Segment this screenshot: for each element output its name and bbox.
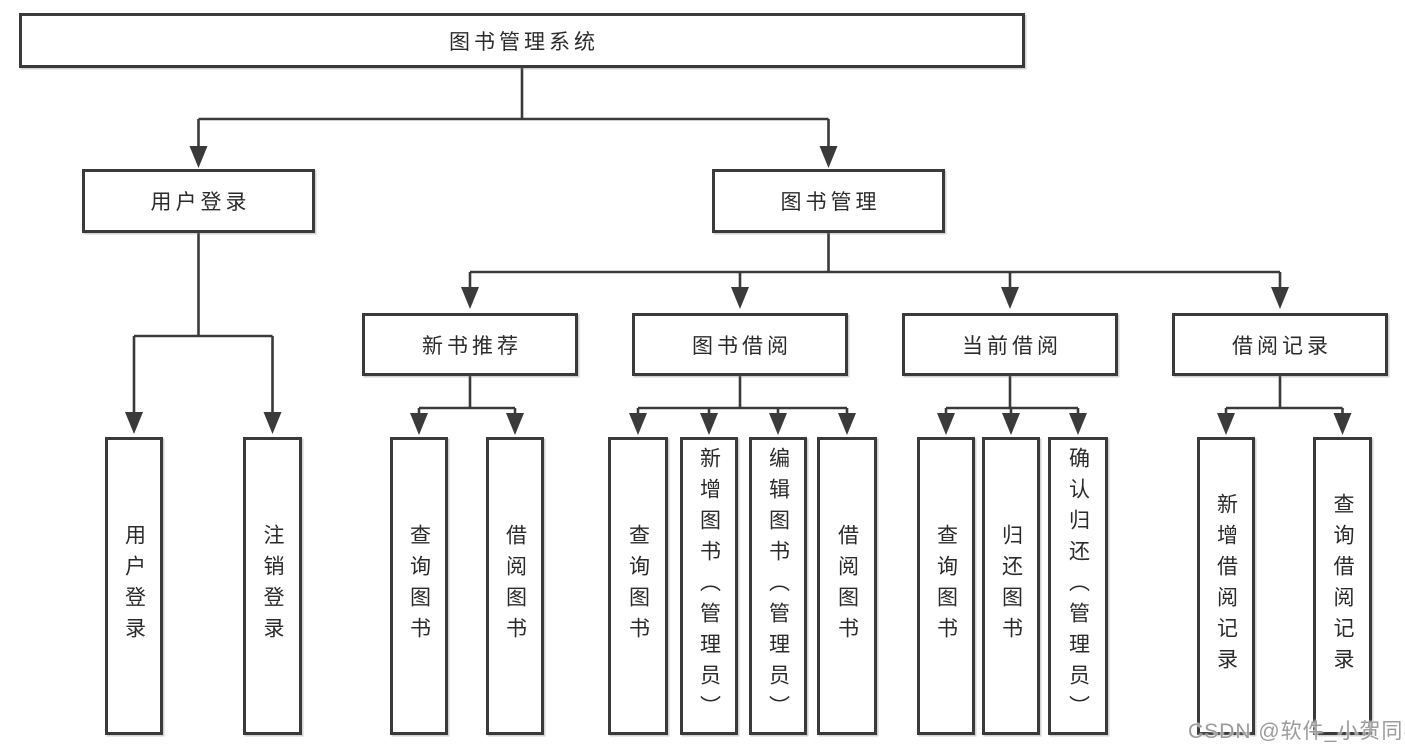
node-root-library-system: 图书管理系统 [19,13,1025,68]
arrowhead [838,413,856,435]
arrowhead [506,413,524,435]
arrowhead [731,287,749,309]
connector-borrow-records [1224,376,1344,414]
leaf-edit-books-admin: 编辑图书（管理员） [749,437,807,735]
arrowhead [125,412,143,434]
leaf-query-books-current: 查询图书 [917,437,975,735]
arrowhead [629,413,647,435]
node-book-borrowing: 图书借阅 [632,313,848,376]
node-book-management: 图书管理 [712,169,945,233]
arrowhead [1333,413,1352,435]
arrowhead [461,287,479,309]
csdn-watermark: CSDN @软件_小贺同学 [1188,720,1405,743]
connector-borrowing [636,376,849,414]
arrowhead [263,412,282,434]
leaf-add-books-admin: 新增图书（管理员） [680,437,738,735]
arrowhead [1271,287,1289,309]
leaf-user-login: 用户登录 [105,437,163,735]
leaf-borrow-books-borrowing: 借阅图书 [817,437,877,735]
node-current-borrowing: 当前借阅 [902,313,1118,376]
leaf-query-books-borrowing: 查询图书 [608,437,668,735]
arrowhead [937,413,955,435]
arrowhead [1002,413,1020,435]
arrowhead [700,413,718,435]
arrowhead [189,146,208,168]
arrowhead [1217,413,1235,435]
arrowhead [1001,287,1019,309]
leaf-add-borrow-record: 新增借阅记录 [1197,437,1255,735]
connector-book-management [468,233,1282,288]
arrowhead [769,413,787,435]
arrowhead [819,146,838,168]
leaf-return-books: 归还图书 [982,437,1040,735]
node-borrow-records: 借阅记录 [1172,313,1388,376]
connector-user-login [132,233,274,413]
connector-current-borrowing [944,376,1080,414]
leaf-query-borrow-record: 查询借阅记录 [1313,437,1372,735]
node-new-book-recommend: 新书推荐 [362,313,578,376]
arrowhead [1069,413,1087,435]
leaf-borrow-books-newbooks: 借阅图书 [486,437,544,735]
arrowhead [410,413,428,435]
leaf-query-books-newbooks: 查询图书 [390,437,448,735]
node-user-login: 用户登录 [82,169,315,233]
connector-root [197,68,830,147]
connector-new-books [417,376,517,414]
leaf-logout: 注销登录 [243,437,302,735]
leaf-confirm-return-admin: 确认归还（管理员） [1048,437,1108,735]
